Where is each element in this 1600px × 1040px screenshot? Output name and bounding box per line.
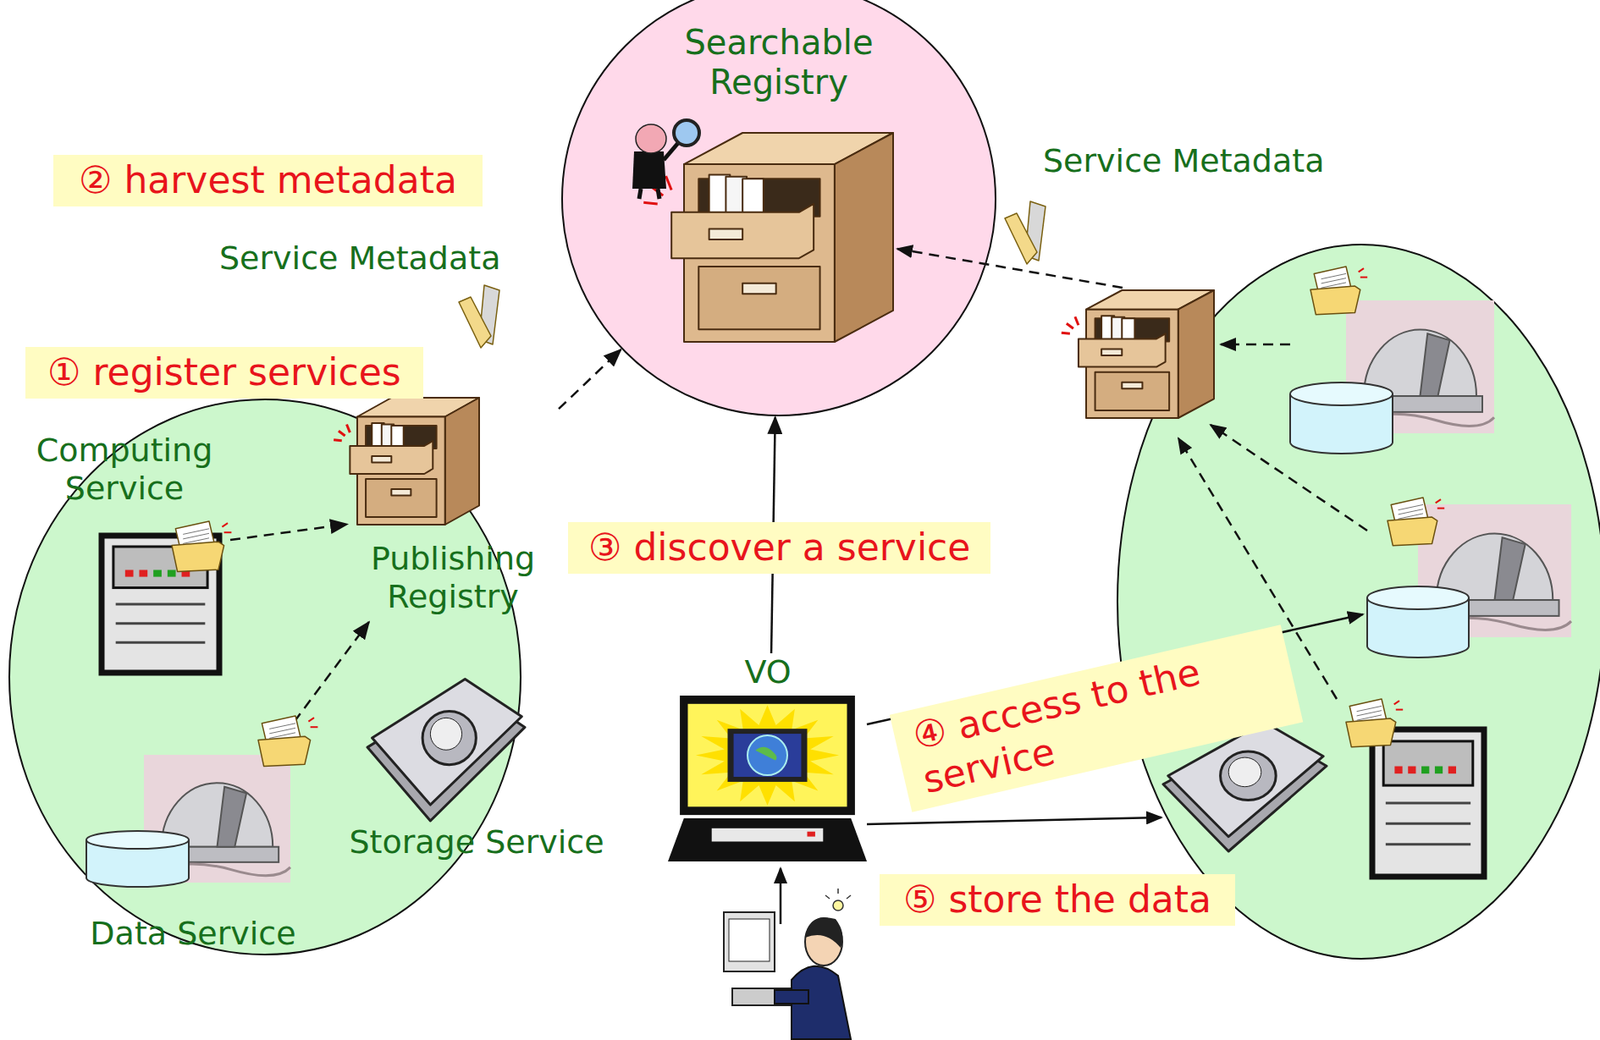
node-label: Publishing Registry bbox=[355, 540, 551, 617]
label-holder: ③ discover a service bbox=[568, 522, 991, 574]
node-label: Storage Service bbox=[320, 823, 634, 862]
publishing-registry: Publishing Registry bbox=[347, 397, 559, 623]
label-holder: Service Metadata bbox=[215, 239, 504, 279]
label-holder: ⑤ store the data bbox=[879, 874, 1236, 927]
step-callout: ① register services bbox=[25, 347, 424, 399]
registry-circle-shape bbox=[560, 0, 998, 418]
node-label: Computing Service bbox=[22, 431, 227, 508]
label-holder: ① register services bbox=[25, 347, 424, 399]
step-callout: ② harvest metadata bbox=[53, 154, 483, 207]
vo-terminal: VO bbox=[667, 653, 872, 864]
node-label: VO bbox=[667, 653, 868, 692]
step-callout: ③ discover a service bbox=[568, 522, 991, 574]
connector-arrow bbox=[230, 524, 348, 541]
metadata-label: Service Metadata bbox=[215, 239, 504, 279]
data-service: Data Service bbox=[66, 749, 324, 961]
storage-service: Storage Service bbox=[320, 681, 637, 868]
node-label: Searchable Registry bbox=[662, 22, 896, 103]
label-holder: Service Metadata bbox=[1039, 142, 1328, 182]
connector-arrow bbox=[558, 349, 621, 409]
computing-service: Computing Service bbox=[18, 431, 231, 678]
node-label: Data Service bbox=[66, 915, 320, 954]
label-holder: ② harvest metadata bbox=[53, 154, 483, 207]
step-callout: ⑤ store the data bbox=[879, 874, 1236, 927]
metadata-label: Service Metadata bbox=[1039, 142, 1328, 182]
registry-circle: Searchable Registry bbox=[560, 0, 998, 418]
